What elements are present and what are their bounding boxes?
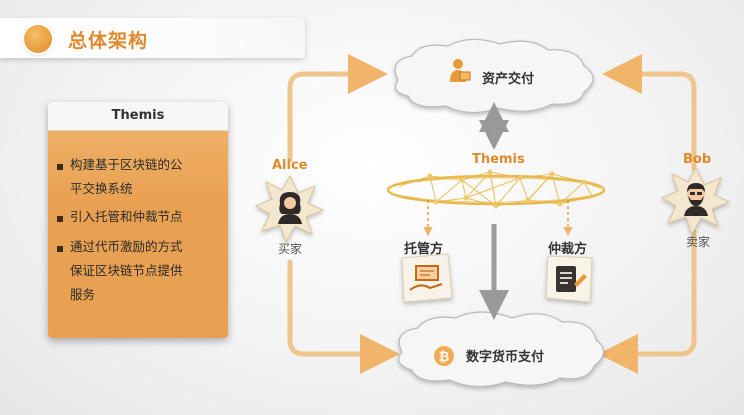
bitcoin-icon: ₿ — [434, 346, 454, 366]
arbitrator-label: 仲裁方 — [548, 242, 588, 257]
alice-avatar-icon — [278, 192, 302, 224]
seller-name: Bob — [683, 152, 712, 167]
custodian-icon — [409, 265, 443, 291]
title-bullet-icon — [24, 25, 52, 53]
bob-avatar-icon — [684, 183, 708, 216]
panel-header — [48, 102, 228, 131]
alice-to-asset-arrow — [287, 54, 388, 163]
asset-delivery-label: 资产交付 — [482, 72, 535, 87]
asset-delivery-icon — [450, 59, 471, 82]
buyer-role: 买家 — [278, 242, 303, 256]
arbitrator-icon — [556, 266, 587, 292]
panel-title: Themis — [111, 108, 165, 123]
panel-bullet-2-line-1: 引入托管和仲裁节点 — [70, 209, 183, 224]
buyer-name: Alice — [272, 158, 308, 173]
bullet-icon — [57, 164, 63, 170]
seller-role: 卖家 — [686, 235, 711, 249]
alice-to-payment-arrow — [287, 259, 400, 374]
panel-bullet-1-line-2: 平交换系统 — [70, 181, 133, 196]
bob-to-payment-arrow — [598, 229, 697, 374]
svg-text:₿: ₿ — [439, 350, 450, 365]
bullet-icon — [57, 216, 63, 222]
themis-panel: Themis 构建基于区块链的公 平交换系统 引入托管和仲裁节点 通过代币激励的… — [48, 102, 228, 338]
asset-delivery-cloud — [394, 38, 594, 114]
panel-bullet-3-line-2: 保证区块链节点提供 — [70, 263, 183, 278]
flow-arrows — [287, 54, 697, 374]
panel-bullet-3-line-1: 通过代币激励的方式 — [70, 239, 183, 254]
page-title: 总体架构 — [68, 30, 149, 52]
bullet-icon — [57, 246, 63, 252]
digital-payment-label: 数字货币支付 — [466, 350, 545, 365]
digital-payment-cloud — [398, 311, 605, 388]
network-label: Themis — [472, 152, 525, 167]
bob-to-asset-arrow — [602, 54, 697, 171]
panel-bullet-1-line-1: 构建基于区块链的公 — [70, 157, 183, 172]
panel-bullet-3-line-3: 服务 — [70, 287, 96, 302]
custodian-label: 托管方 — [404, 242, 444, 257]
themis-network — [386, 169, 606, 209]
